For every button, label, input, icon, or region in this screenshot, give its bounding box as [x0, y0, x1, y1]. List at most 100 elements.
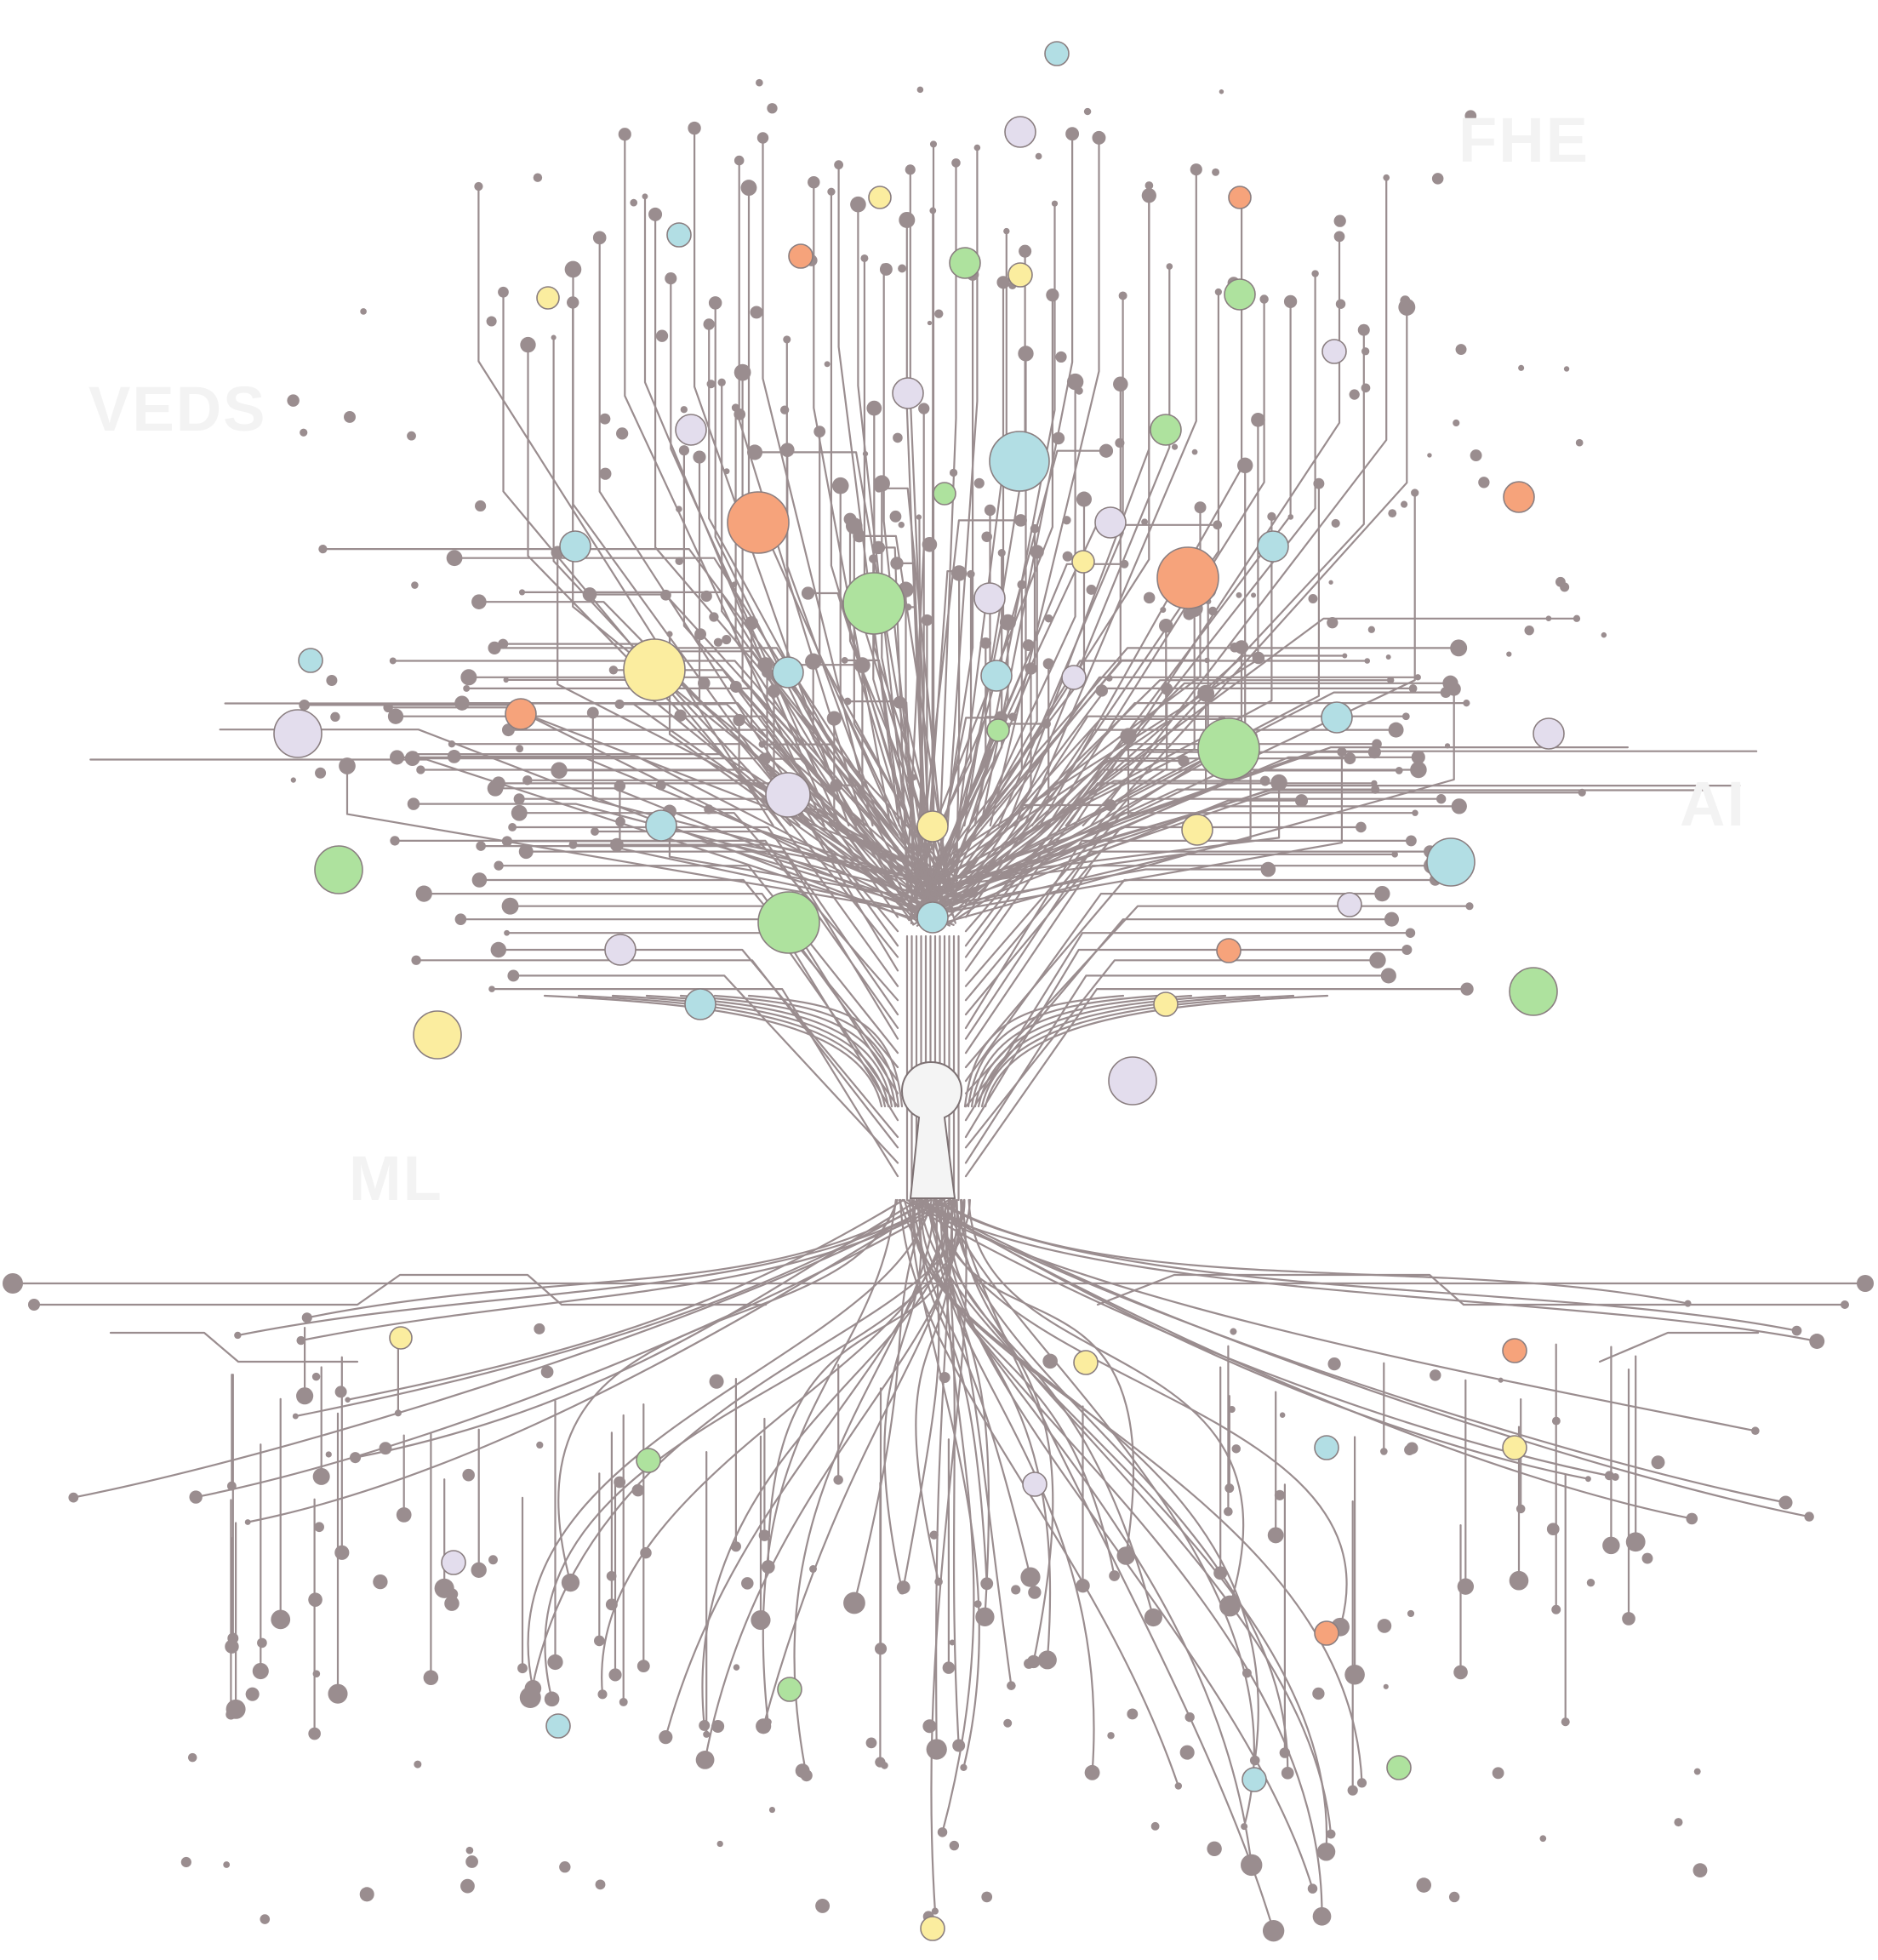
root-node-dot: [843, 1592, 865, 1614]
canopy-scatter-dot: [1219, 89, 1224, 94]
root-scatter-dot: [1042, 1354, 1058, 1369]
root-node-dot: [520, 1687, 541, 1708]
root-node-dot: [980, 1577, 993, 1590]
canopy-scatter-dot: [681, 406, 688, 413]
canopy-scatter-dot: [863, 451, 868, 456]
canopy-node-dot: [1213, 520, 1222, 529]
canopy-scatter-dot: [1400, 295, 1410, 306]
canopy-node-dot: [1145, 181, 1154, 190]
root-scatter-dot: [1587, 1579, 1595, 1586]
canopy-node-dot: [974, 145, 981, 151]
blue-node: [773, 657, 803, 688]
canopy-node-dot: [390, 658, 397, 665]
root-scatter-dot: [1642, 1553, 1653, 1564]
canopy-node-dot: [492, 776, 505, 790]
blue-node: [981, 660, 1012, 691]
canopy-node-dot: [688, 122, 700, 134]
root-scatter-dot: [246, 1688, 260, 1701]
canopy-node-dot: [666, 631, 672, 637]
blue-node: [1242, 1768, 1266, 1791]
canopy-node-dot: [916, 514, 922, 519]
canopy-scatter-dot: [487, 316, 497, 326]
canopy-node-dot: [850, 197, 866, 213]
canopy-scatter-dot: [360, 308, 367, 315]
canopy-node-dot: [741, 180, 757, 196]
canopy-node-dot: [1465, 902, 1473, 910]
root-scatter-dot: [1280, 1412, 1286, 1418]
canopy-node-dot: [980, 637, 991, 649]
root-stub-dot: [271, 1609, 290, 1629]
canopy-node-dot: [504, 677, 509, 683]
lavender-node: [766, 773, 810, 817]
canopy-node-dot: [511, 805, 528, 821]
canopy-scatter-dot: [1052, 432, 1065, 445]
canopy-node-dot: [1387, 677, 1394, 683]
root-scatter-dot: [462, 1469, 475, 1482]
canopy-scatter-dot: [1115, 438, 1124, 448]
green-node: [950, 248, 980, 278]
canopy-node-dot: [805, 654, 821, 670]
canopy-node-dot: [1065, 127, 1079, 140]
canopy-node-dot: [1000, 614, 1016, 631]
root-scatter-dot: [1404, 1444, 1415, 1455]
root-node-dot: [960, 1764, 967, 1771]
lavender-node: [442, 1551, 465, 1574]
root-stub-dot: [1280, 1747, 1290, 1757]
blue-node: [1315, 1436, 1339, 1460]
canopy-node-dot: [447, 550, 463, 566]
canopy-scatter-dot: [1470, 449, 1482, 461]
canopy-node-dot: [922, 537, 938, 552]
canopy-node-dot: [502, 898, 519, 915]
canopy-node-dot: [1259, 294, 1268, 303]
canopy-node-dot: [745, 616, 758, 630]
canopy-scatter-dot: [1063, 551, 1073, 562]
root-stub-dot: [1224, 1483, 1234, 1493]
lavender-node: [676, 414, 706, 445]
canopy-scatter-dot: [1084, 497, 1090, 503]
root-stub-dot: [1626, 1532, 1646, 1551]
root-curve: [530, 1200, 964, 1698]
canopy-node-dot: [893, 696, 906, 709]
root-stub-dot: [328, 1684, 347, 1704]
canopy-bundle-left: [494, 648, 898, 835]
canopy-node-dot: [985, 505, 996, 516]
canopy-scatter-dot: [656, 780, 666, 791]
canopy-node-dot: [416, 885, 432, 901]
canopy-trace: [945, 196, 1150, 880]
root-stub-dot: [637, 1660, 650, 1672]
canopy-scatter-dot: [1332, 519, 1340, 528]
blue-node: [1045, 42, 1069, 66]
blue-node: [1427, 838, 1475, 886]
canopy-node-dot: [408, 797, 420, 809]
canopy-scatter-dot: [1036, 153, 1042, 160]
root-curve: [602, 1200, 945, 1694]
green-node: [1198, 718, 1259, 780]
blue-node: [685, 989, 716, 1020]
root-scatter-dot: [717, 1841, 723, 1847]
canopy-scatter-dot: [1087, 585, 1097, 595]
canopy-node-dot: [514, 793, 525, 804]
canopy-node-dot: [1313, 478, 1324, 489]
canopy-node-dot: [1019, 245, 1031, 258]
canopy-node-dot: [1415, 674, 1421, 680]
root-scatter-dot: [314, 1522, 324, 1532]
canopy-node-dot: [1396, 767, 1403, 774]
root-node-dot: [975, 1608, 994, 1626]
root-flare: [919, 1200, 1692, 1518]
root-stub-dot: [594, 1636, 605, 1647]
canopy-scatter-dot: [1432, 173, 1444, 185]
canopy-scatter-dot: [411, 581, 419, 589]
canopy-node-dot: [704, 318, 715, 329]
root-scatter-dot: [1242, 1668, 1252, 1677]
root-node-dot: [897, 1580, 910, 1594]
canopy-scatter-dot: [928, 321, 932, 325]
root-stub-dot: [253, 1663, 269, 1679]
yellow-node: [917, 811, 948, 842]
canopy-node-dot: [1092, 131, 1105, 145]
canopy-scatter-dot: [1576, 439, 1584, 447]
root-node-dot: [1308, 1883, 1317, 1893]
root-flare-dot: [1686, 1513, 1698, 1525]
blue-node: [667, 223, 691, 247]
root-stub-dot: [1453, 1666, 1468, 1680]
